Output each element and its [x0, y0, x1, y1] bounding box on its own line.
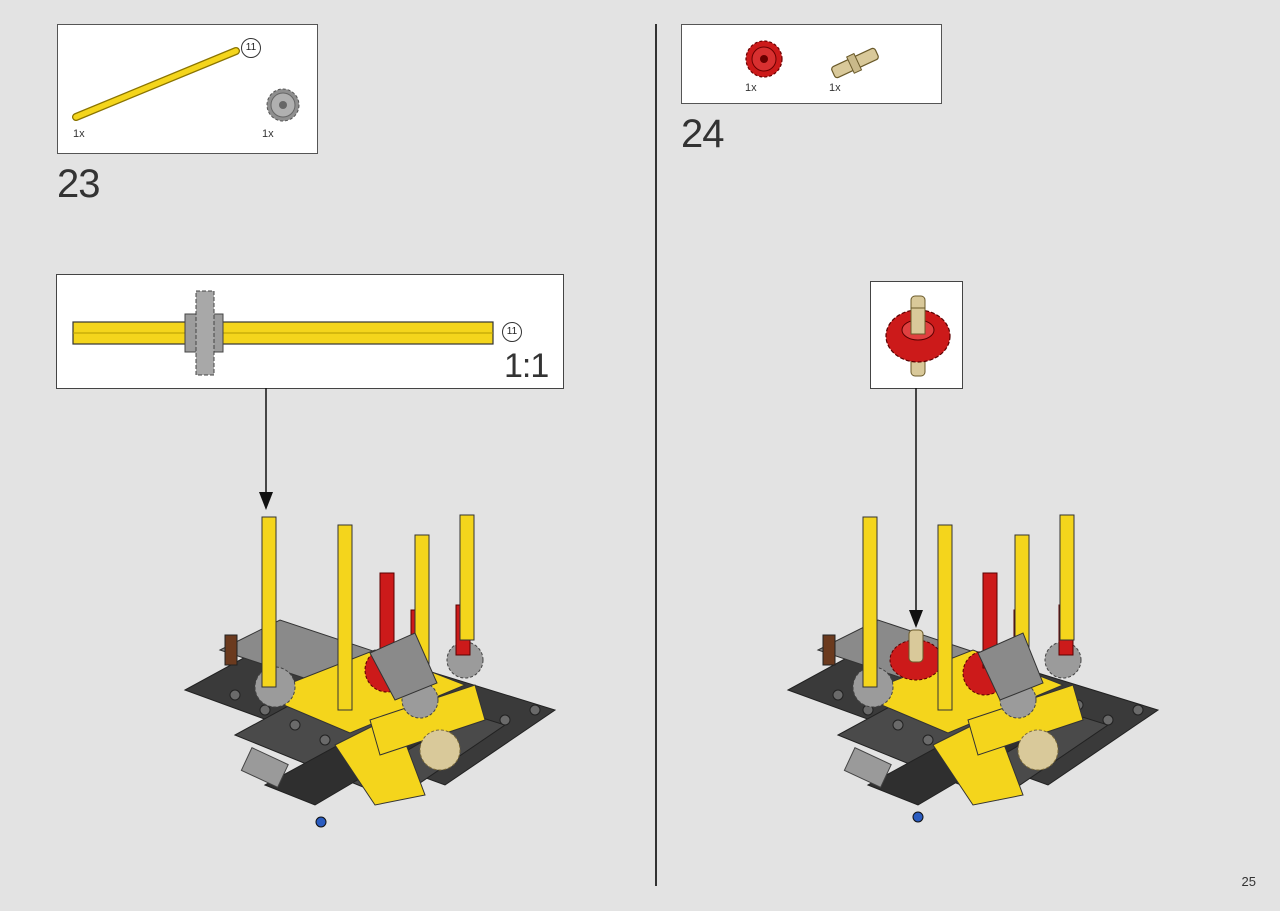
step-24-parts-list: 1x 1x	[681, 24, 942, 104]
yellow-axle-part-icon	[72, 47, 240, 121]
red-gear-part-icon	[745, 40, 783, 78]
page-divider	[655, 24, 657, 886]
gray-gear-part-icon	[266, 88, 300, 122]
page-number: 25	[1241, 874, 1256, 889]
axle-with-gear-icon	[72, 290, 494, 376]
step-23-assembly-illustration	[183, 514, 557, 828]
axle-pin-quantity: 1x	[829, 82, 841, 94]
step-23-callout: 11 1:1	[56, 274, 564, 389]
callout-length-badge: 11	[502, 322, 522, 342]
step-24-arrow	[909, 388, 923, 628]
step-number-23: 23	[57, 162, 100, 206]
scale-indicator: 1:1	[504, 347, 549, 385]
red-gear-on-pin-icon	[885, 295, 951, 377]
step-24-callout	[870, 281, 963, 389]
step-23-parts-list: 11 1x 1x	[57, 24, 318, 154]
step-24-assembly-illustration	[786, 514, 1160, 823]
red-gear-quantity: 1x	[745, 82, 757, 94]
step-number-24: 24	[681, 112, 724, 156]
gear-quantity: 1x	[262, 128, 274, 140]
step-23-arrow	[259, 388, 273, 510]
tan-axle-pin-part-icon	[831, 47, 879, 79]
axle-quantity: 1x	[73, 128, 85, 140]
axle-length-badge: 11	[241, 38, 261, 58]
